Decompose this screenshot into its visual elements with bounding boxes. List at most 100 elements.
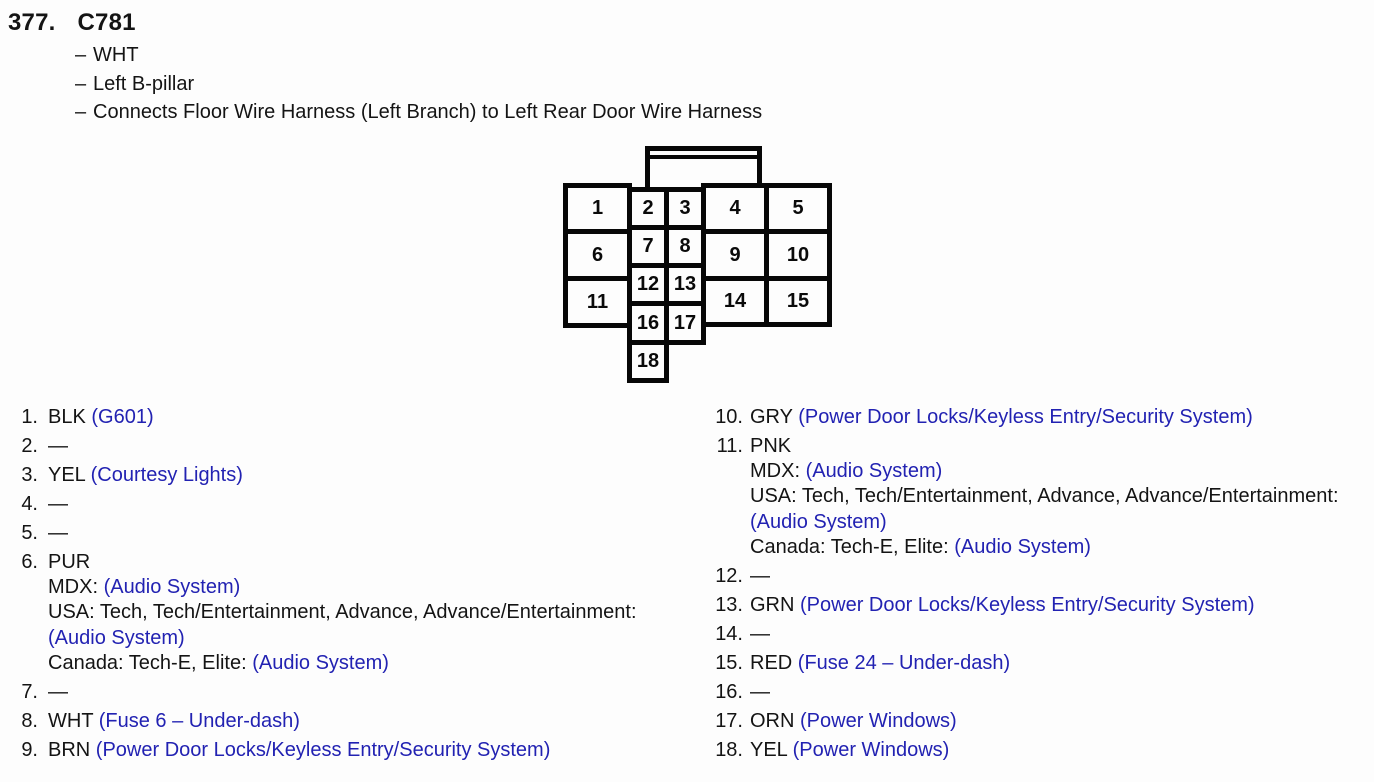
pin-description: YEL (Courtesy Lights) [48,463,243,488]
pin-link[interactable]: (Audio System) [48,626,185,649]
pin-row: 13.GRN (Power Door Locks/Keyless Entry/S… [706,593,1372,618]
connector-cell-17: 17 [664,301,706,345]
pin-text: ORN [750,709,800,732]
pin-number: 17. [715,709,743,732]
pin-line: YEL (Courtesy Lights) [48,463,243,488]
pin-list-left: 1.BLK (G601)2.—3.YEL (Courtesy Lights)4.… [18,405,690,767]
pin-text: BLK [48,406,92,428]
connector-cell-label: 18 [636,350,660,372]
pin-line: MDX: (Audio System) [48,575,637,600]
pin-line: ORN (Power Windows) [750,709,957,734]
pin-number: 18. [715,738,743,761]
connector-cell-label: 2 [642,197,654,219]
pin-line: RED (Fuse 24 – Under-dash) [750,651,1010,676]
pin-line: — [48,492,68,517]
pin-number: 6. [21,551,38,573]
pin-link[interactable]: (Power Windows) [800,709,957,732]
pin-description: — [48,492,68,517]
connector-cell-label: 1 [591,197,604,219]
pin-text: — [48,680,68,703]
pin-line: — [48,434,68,459]
pin-number: 11. [716,435,743,457]
pin-text: BRN [48,738,96,761]
pin-description: — [48,680,68,705]
pin-text: MDX: [48,576,104,599]
pin-link[interactable]: (G601) [91,406,154,428]
detail-text: Left B-pillar [93,72,195,95]
pin-row: 15. RED (Fuse 24 – Under-dash) [706,651,1372,676]
connector-cell-14: 14 [701,276,769,327]
pin-link[interactable]: (Audio System) [805,460,943,483]
pin-link[interactable]: (Fuse 6 – Under-dash) [98,709,300,732]
pin-number: 10. [715,406,743,428]
pin-description: ORN (Power Windows) [750,709,957,734]
pin-text: Canada: Tech-E, Elite: [48,651,253,674]
connector-cell-18: 18 [627,340,669,383]
pin-text: PNK [750,435,792,457]
pin-link[interactable]: (Power Door Locks/Keyless Entry/Security… [800,593,1255,616]
connector-cell-12: 12 [627,263,669,306]
pin-link[interactable]: (Audio System) [103,576,241,599]
pin-text: YEL [750,738,793,761]
pin-line: — [48,680,68,705]
pin-link[interactable]: (Audio System) [954,535,1091,558]
pin-text: — [750,564,770,587]
connector-cell-label: 4 [729,197,741,219]
pin-description: — [750,680,770,705]
pin-text: USA: Tech, Tech/Entertainment, Advance, … [750,485,1339,508]
pin-number: 14. [715,622,743,645]
connector-tab [645,146,762,188]
pin-link[interactable]: (Courtesy Lights) [90,464,243,486]
pin-row: 8.WHT (Fuse 6 – Under-dash) [18,709,690,734]
pin-number: 16. [715,680,743,703]
pin-number: 15. [715,651,743,674]
pin-line: YEL (Power Windows) [750,738,949,763]
connector-cell-15: 15 [764,276,832,327]
connector-cell-label: 15 [786,290,810,312]
connector-cell-label: 6 [591,243,604,266]
pin-link[interactable]: (Fuse 24 – Under-dash) [797,651,1011,674]
pin-text: — [48,493,68,515]
pin-link[interactable]: (Power Door Locks/Keyless Entry/Security… [798,406,1253,428]
pin-text: YEL [48,464,91,486]
pin-line: — [750,564,770,589]
connector-cell-label: 7 [642,235,654,257]
pin-number: 8. [21,709,38,732]
pin-description: RED (Fuse 24 – Under-dash) [750,651,1010,676]
pin-number: 7. [21,680,38,703]
pin-description: — [48,521,68,546]
pin-row: 7. — [18,680,690,705]
detail-line: –WHT [75,41,762,70]
connector-cell-6: 6 [563,229,632,281]
pin-link[interactable]: (Audio System) [252,651,389,674]
pin-row: 4. — [18,492,690,517]
pin-row: 18. YEL (Power Windows) [706,738,1372,763]
pin-description: YEL (Power Windows) [750,738,949,763]
pin-link[interactable]: (Audio System) [750,510,887,533]
pin-number: 5. [21,522,38,544]
connector-cell-3: 3 [664,187,706,230]
pin-link[interactable]: (Power Door Locks/Keyless Entry/Security… [95,738,551,761]
connector-cell-label: 12 [636,273,660,295]
connector-cell-7: 7 [627,225,669,268]
connector-cell-label: 11 [586,290,609,313]
pin-line: — [750,622,770,647]
detail-line: –Left B-pillar [75,70,762,99]
pin-text: — [750,622,770,645]
pin-link[interactable]: (Power Windows) [792,738,950,761]
connector-code: C781 [77,9,136,36]
connector-cell-13: 13 [664,263,706,306]
pin-line: — [750,680,770,705]
pin-text: GRY [750,406,799,428]
pin-line: GRN (Power Door Locks/Keyless Entry/Secu… [750,593,1255,618]
pin-number: 4. [21,493,38,515]
pin-line: USA: Tech, Tech/Entertainment, Advance, … [48,600,637,625]
pin-number: 9. [21,738,38,761]
pin-text: Canada: Tech-E, Elite: [750,535,955,558]
pin-text: GRN [750,593,800,616]
pin-list-right: 10. GRY (Power Door Locks/Keyless Entry/S… [706,405,1372,767]
pin-text: MDX: [750,460,806,483]
